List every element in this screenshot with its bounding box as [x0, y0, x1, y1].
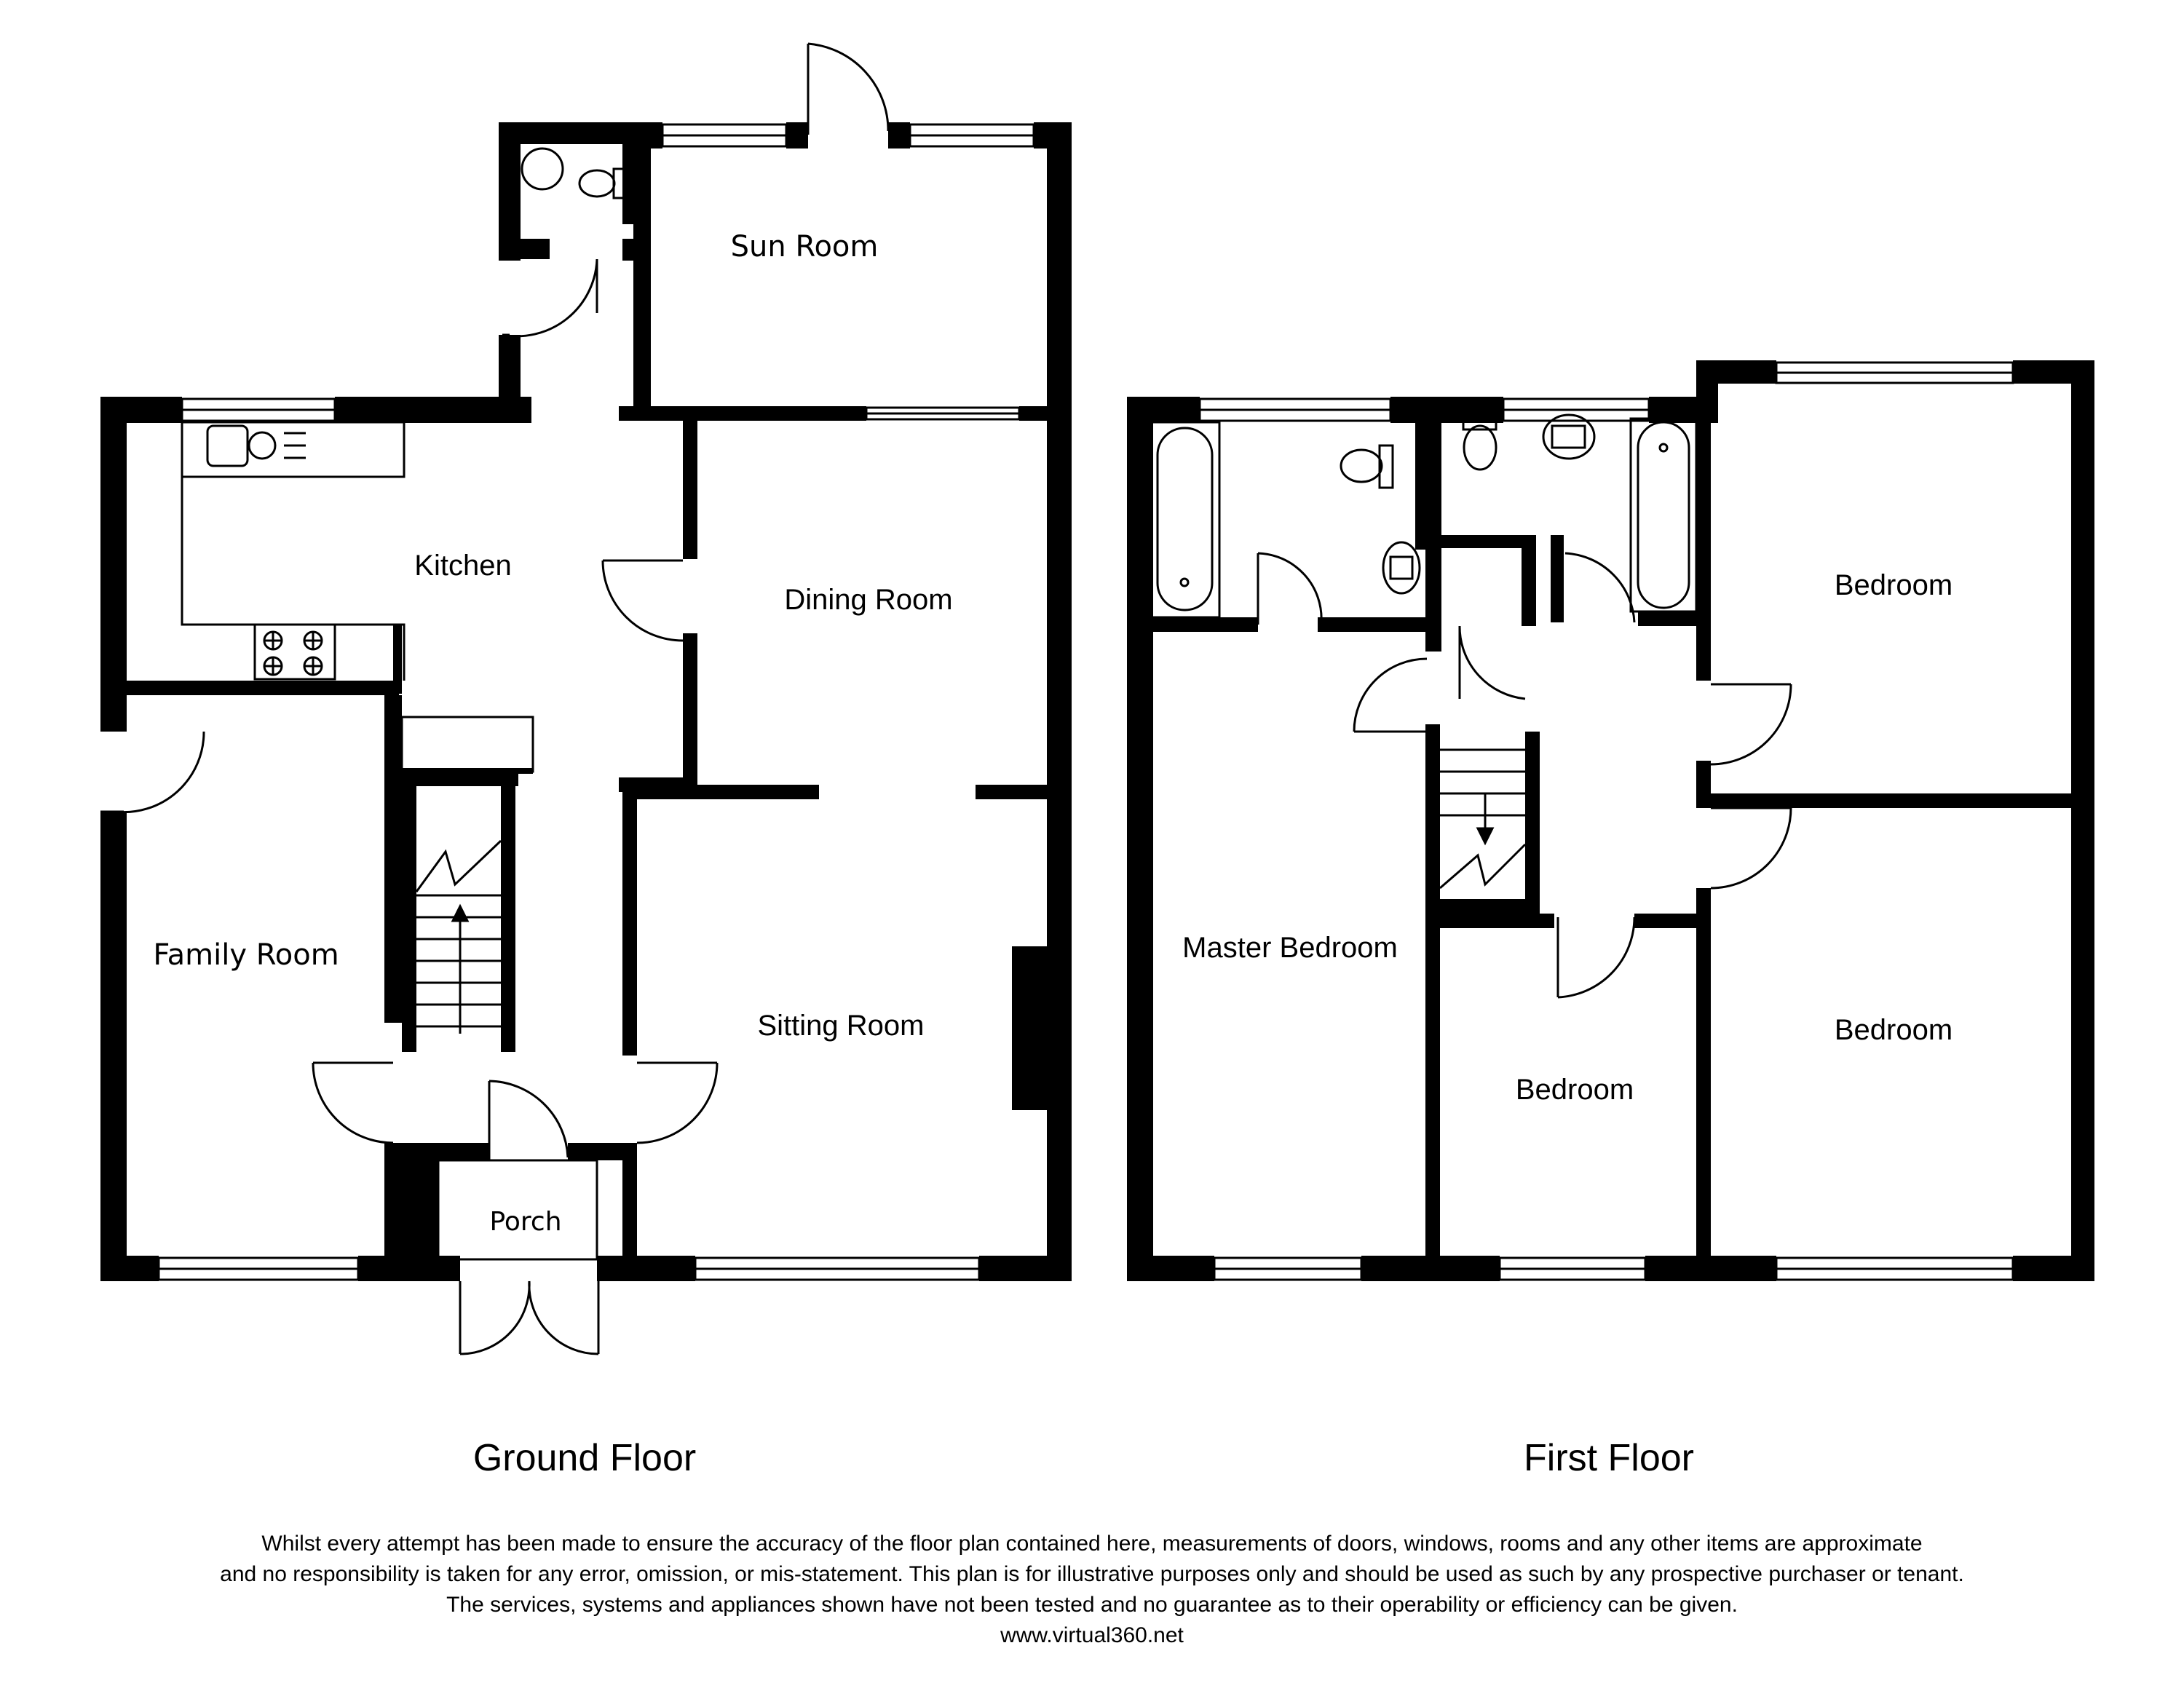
wall: [1019, 406, 1072, 421]
wall: [2013, 1256, 2094, 1281]
wall: [1127, 1256, 1214, 1281]
wall: [976, 785, 1056, 799]
wall: [1696, 888, 1711, 1281]
wall: [1696, 793, 2093, 808]
wall: [1127, 397, 1153, 1281]
room-label-porch: Porch: [489, 1207, 561, 1237]
first-floor-fixtures: [1149, 361, 2014, 1281]
wall: [979, 1256, 1072, 1281]
wall: [1696, 419, 1711, 681]
wall: [619, 406, 866, 421]
wall: [630, 785, 819, 799]
wall: [501, 772, 515, 1052]
toilet-icon: [1463, 424, 1497, 471]
toilet: [578, 169, 616, 198]
wall: [633, 122, 651, 413]
wall: [888, 122, 910, 148]
wall: [100, 397, 127, 732]
wall: [2071, 360, 2094, 1281]
wall: [597, 1256, 695, 1281]
wall: [402, 772, 518, 786]
porch-wall: [437, 1159, 598, 1261]
wall: [1638, 611, 1707, 626]
room-label-kitchen: Kitchen: [414, 550, 511, 582]
wall: [1634, 914, 1711, 928]
room-labels: Sun Room Kitchen Dining Room Family Room…: [153, 230, 1952, 1479]
wall: [100, 681, 399, 695]
kitchen-worktop: [181, 477, 405, 681]
wall: [510, 239, 550, 259]
wall: [100, 1256, 159, 1281]
wall: [1522, 535, 1536, 626]
basin-icon: [1542, 413, 1596, 460]
wall: [100, 397, 182, 423]
room-label-sitting-room: Sitting Room: [758, 1010, 925, 1042]
room-label-sun-room: Sun Room: [731, 230, 879, 264]
wall: [1525, 732, 1540, 906]
wall: [499, 122, 521, 261]
first-floor-plan: [1127, 360, 2094, 1281]
bath-icon: [1149, 421, 1221, 619]
floor-title-ground: Ground Floor: [473, 1437, 696, 1479]
ground-floor-fixtures: [100, 42, 1035, 1355]
bath-icon: [1629, 417, 1698, 613]
floor-title-first: First Floor: [1524, 1437, 1694, 1479]
wall: [1696, 360, 1776, 384]
wall: [1440, 899, 1540, 914]
disclaimer-line: The services, systems and appliances sho…: [446, 1593, 1738, 1617]
toilet-icon: [1340, 448, 1383, 483]
wall: [683, 413, 697, 559]
wall: [1438, 914, 1554, 928]
wall: [1438, 535, 1536, 548]
wall: [1142, 617, 1258, 632]
hob-icon: [253, 623, 336, 681]
basin-icon: [1382, 541, 1421, 595]
room-label-bedroom: Bedroom: [1516, 1074, 1634, 1106]
wall: [786, 122, 808, 148]
room-label-master-bedroom: Master Bedroom: [1182, 932, 1398, 964]
disclaimer-line: and no responsibility is taken for any e…: [220, 1562, 1964, 1586]
wall: [1551, 535, 1564, 622]
stairs: [415, 839, 502, 1034]
sink-icon: [206, 424, 249, 467]
disclaimer-line: Whilst every attempt has been made to en…: [261, 1532, 1923, 1556]
wall: [402, 772, 416, 1052]
wall: [100, 812, 127, 1281]
stairs: [1439, 748, 1527, 890]
window: [499, 151, 520, 213]
website-link[interactable]: www.virtual360.net: [1000, 1623, 1184, 1647]
room-label-dining-room: Dining Room: [784, 584, 952, 616]
wall: [1012, 946, 1048, 1110]
wall: [499, 335, 521, 422]
wall: [1047, 122, 1072, 1281]
room-label-family-room: Family Room: [153, 938, 339, 972]
wall: [1318, 617, 1427, 632]
room-label-bedroom: Bedroom: [1835, 1014, 1952, 1046]
wall: [499, 122, 644, 144]
wall: [683, 633, 697, 786]
kitchen-unit: [400, 716, 534, 773]
wall: [384, 695, 402, 1023]
room-label-bedroom: Bedroom: [1835, 569, 1952, 601]
kitchen-worktop: [181, 421, 405, 478]
wall: [1425, 732, 1440, 906]
wall: [1127, 397, 1200, 423]
wall: [568, 1143, 637, 1160]
wall: [622, 786, 637, 1056]
basin: [521, 147, 564, 191]
disclaimer: Whilst every attempt has been made to en…: [0, 1529, 2184, 1651]
wall: [622, 1143, 637, 1281]
wall: [1425, 419, 1441, 652]
wall: [393, 625, 402, 694]
